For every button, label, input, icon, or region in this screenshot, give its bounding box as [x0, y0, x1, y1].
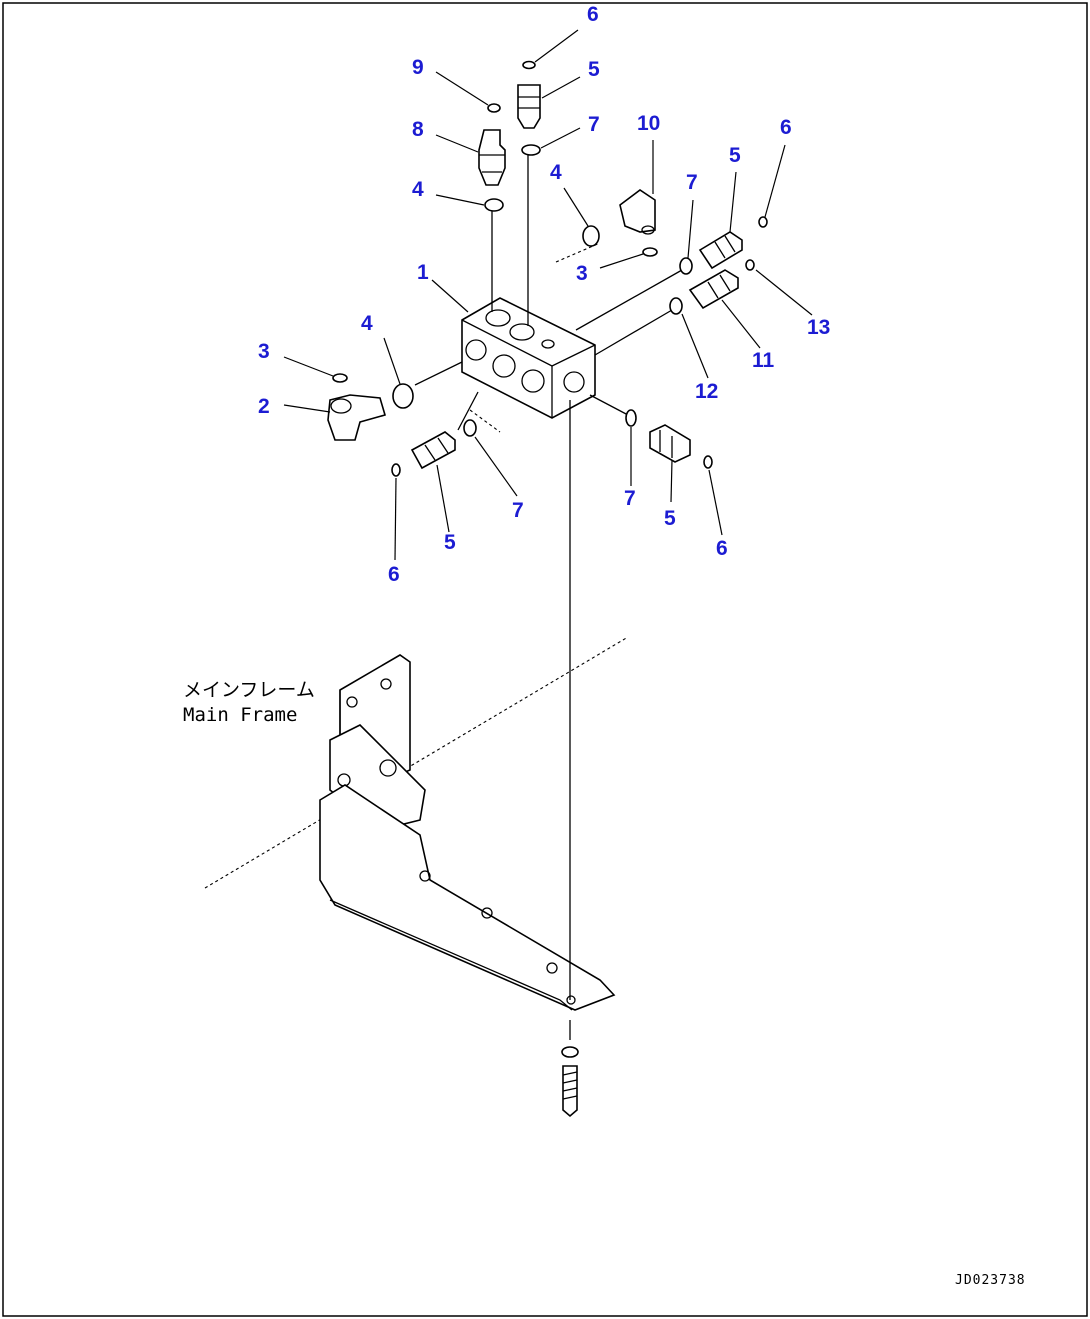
- callout-5: 5: [664, 507, 676, 530]
- mounting-bolt: [561, 400, 579, 1118]
- drawing-code: JD023738: [955, 1273, 1026, 1288]
- callout-7: 7: [512, 499, 524, 522]
- callout-9: 9: [412, 56, 424, 79]
- fittings: [327, 60, 768, 477]
- assembly-lines: [414, 155, 683, 431]
- callout-8: 8: [412, 118, 424, 141]
- callout-6: 6: [587, 3, 599, 26]
- callout-10: 10: [637, 112, 660, 135]
- main-frame-label-en: Main Frame: [183, 704, 297, 726]
- callout-7: 7: [588, 113, 600, 136]
- main-frame-label: メインフレーム Main Frame: [183, 679, 315, 726]
- callout-11: 11: [752, 349, 775, 372]
- callout-4: 4: [412, 178, 424, 201]
- callout-12: 12: [695, 380, 718, 403]
- callout-4: 4: [550, 161, 562, 184]
- callout-numbers: 6 9 5 8 7 10 6 4 4 7 5 3 1 13 4 11 3 12 …: [258, 3, 830, 586]
- center-lines: [204, 242, 629, 889]
- callout-5: 5: [729, 144, 741, 167]
- callout-6: 6: [716, 537, 728, 560]
- callout-6: 6: [388, 563, 400, 586]
- callout-6: 6: [780, 116, 792, 139]
- callout-3: 3: [576, 262, 588, 285]
- callout-3: 3: [258, 340, 270, 363]
- leader-lines: [283, 29, 813, 561]
- main-frame-bracket: [319, 654, 616, 1011]
- callout-13: 13: [807, 316, 830, 339]
- callout-7: 7: [686, 171, 698, 194]
- callout-1: 1: [417, 261, 429, 284]
- manifold-block: [461, 297, 596, 419]
- callout-5: 5: [444, 531, 456, 554]
- main-frame-label-jp: メインフレーム: [183, 679, 315, 701]
- callout-4: 4: [361, 312, 373, 335]
- callout-2: 2: [258, 395, 270, 418]
- callout-5: 5: [588, 58, 600, 81]
- callout-7: 7: [624, 487, 636, 510]
